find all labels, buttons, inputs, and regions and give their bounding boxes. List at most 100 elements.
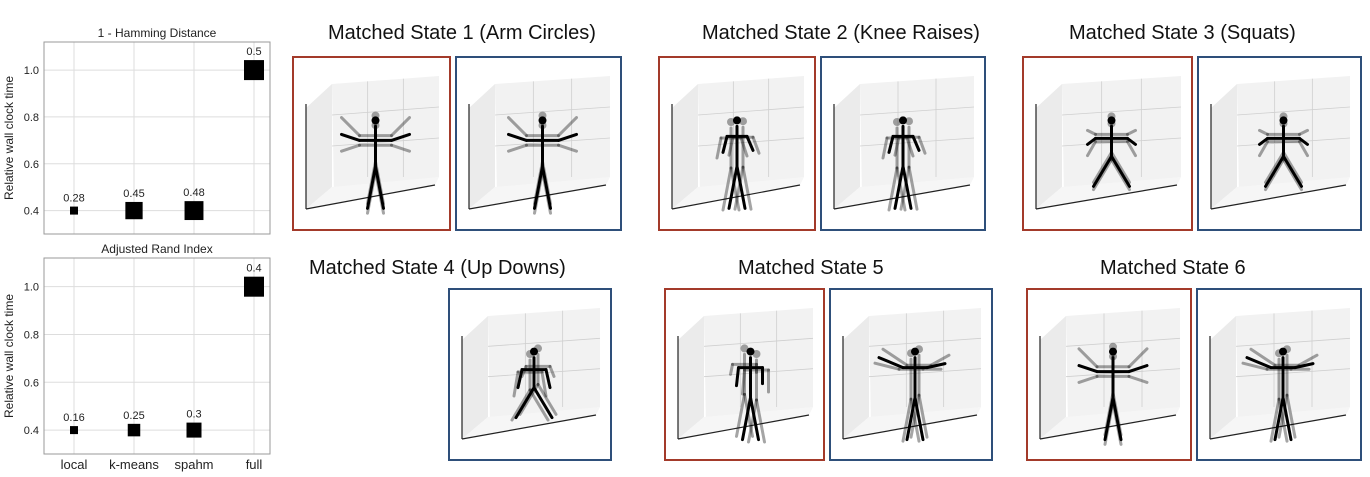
data-point-spahm [186,422,202,438]
skeleton [1241,345,1319,443]
floor [306,177,439,209]
bone [374,164,385,210]
head [915,345,923,354]
bone [887,166,899,212]
side-wall [834,84,860,209]
state-title-6: Matched State 6 [1100,257,1246,279]
bone [751,135,761,155]
bone [374,160,385,206]
y-tick-label: 0.8 [24,329,39,341]
bone [925,362,947,370]
floor [469,177,610,209]
bone [893,164,905,210]
bone [1293,362,1315,370]
side-wall [843,316,869,439]
head [534,344,542,353]
bone [533,164,544,210]
point-label: 0.4 [246,263,261,275]
bone [727,164,739,210]
chart-hamming: 0.40.60.81.01 - Hamming DistanceRelative… [2,26,271,235]
bone [1127,347,1149,369]
bone [340,132,361,142]
grid-line [331,137,440,147]
floor [1210,407,1350,439]
bone [715,136,723,160]
bone [917,393,929,439]
floor [834,177,974,209]
head [911,347,919,356]
grid-line [1061,137,1182,147]
grid-line [494,137,611,147]
grid-line [859,106,975,116]
bone [727,135,735,157]
grid-line [1236,106,1351,116]
grid-line [487,368,601,378]
pose-panel-5a [664,288,825,461]
bone [1277,397,1289,443]
grid-line [1236,137,1351,147]
bone [743,392,754,438]
bone [557,143,578,153]
head [907,349,915,358]
bone [1282,154,1303,188]
bone [1086,128,1097,136]
bone [548,364,556,378]
bone [1092,150,1113,184]
bone [1264,158,1285,192]
head [1109,347,1117,356]
y-tick-label: 0.4 [24,425,39,437]
bone [1282,158,1303,192]
back-wall [332,76,439,195]
bone [1127,364,1149,374]
point-label: 0.28 [63,193,84,205]
bone [512,370,520,398]
bone [541,160,552,206]
bone [507,143,528,153]
bone [366,169,377,215]
skeleton [881,116,927,212]
grid-line [868,368,982,378]
grid-line [331,106,440,116]
side-wall [1210,316,1236,439]
bone [1127,374,1149,384]
bone [533,160,544,206]
state-title-1: Matched State 1 (Arm Circles) [328,22,596,44]
grid-line [697,106,805,116]
floor [1040,407,1180,439]
pose-plot [833,76,975,212]
bone [877,356,905,370]
state-title-4: Matched State 4 (Up Downs) [309,257,566,279]
pose-panel-3a [1022,56,1193,231]
side-wall [672,84,698,209]
y-tick-label: 0.6 [24,159,39,171]
bone [1285,393,1297,439]
skeleton [1077,342,1149,446]
grid-line [1235,337,1351,347]
bone [905,396,917,442]
bone [729,166,741,212]
state-title-3: Matched State 3 (Squats) [1069,22,1296,44]
bone [1103,391,1115,437]
bone [909,397,921,443]
grid-line [1235,368,1351,378]
bone [1273,396,1285,442]
bone [905,136,915,158]
bone [1111,391,1123,437]
bone [1241,361,1269,371]
pose-plot [1210,76,1351,210]
head [371,121,380,130]
pose-plot [1039,308,1181,446]
bone [1277,393,1289,439]
bone [1111,400,1123,446]
bone [899,165,911,211]
bone [514,386,536,420]
bone [755,398,766,444]
head [1279,116,1288,125]
side-wall [462,316,488,439]
bone [729,362,734,376]
head [739,117,747,126]
head [1279,119,1288,128]
bone [911,134,921,152]
bone [741,396,752,442]
bone [390,143,411,153]
